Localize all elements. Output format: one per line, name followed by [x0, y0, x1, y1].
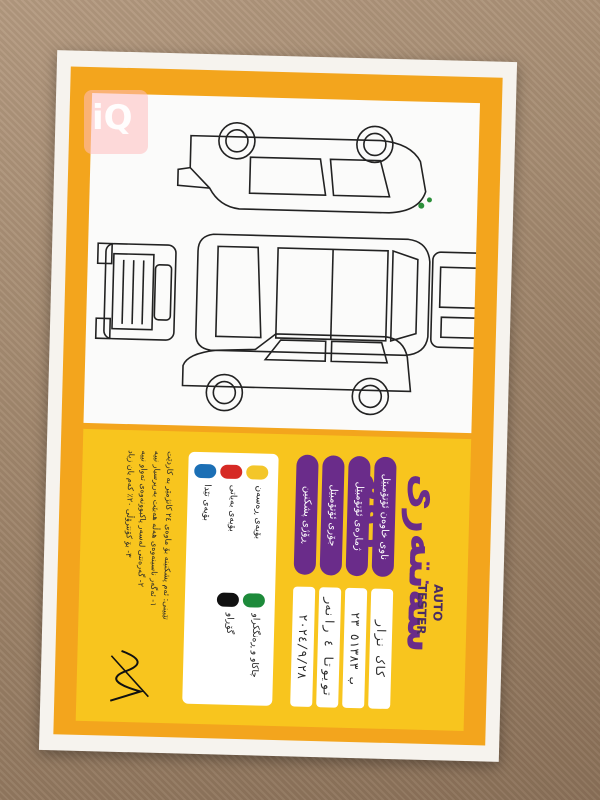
car-top-view — [195, 233, 431, 357]
legend-label-original: بۆیەی ڕەسەن — [252, 485, 264, 540]
legend-swatch-black — [216, 592, 240, 608]
car-front-view — [94, 242, 177, 341]
legend-label-touched: بۆیەی تێدا — [200, 484, 212, 522]
legend-swatch-yellow — [246, 465, 269, 480]
handwritten-signature — [109, 650, 149, 702]
label-car-model: جۆری ئۆتۆمبێل — [319, 455, 345, 576]
label-plate-number: ژمارەی ئۆتۆمبێل — [345, 455, 371, 577]
car-side-view-bottom — [181, 333, 412, 416]
label-inspection-date: ڕۆژی پشکنین — [293, 454, 319, 576]
car-side-view-top — [176, 122, 427, 214]
value-owner-name: کاک نزار — [368, 588, 394, 710]
value-plate-number: ب ٥١٣٨٣ ٢٣ — [342, 587, 368, 709]
legend-swatch-blue — [194, 463, 217, 479]
iq-watermark-text: iQ — [92, 98, 133, 138]
brand-auto-text: AUTO — [430, 584, 446, 622]
rotated-form-content: سەنتەری ڕوم AUTO TESTER ناوی خاوەن ئۆتۆم… — [80, 435, 467, 725]
legend-label-changed-paint: بۆیەی بەیاتی — [226, 484, 238, 532]
legend-label-replaced: گۆڕاو — [224, 612, 235, 635]
legend-swatch-red — [220, 464, 243, 480]
value-inspection-date: ٢٠٢٤/٩/٢٨ — [290, 586, 316, 707]
vehicle-diagram-area — [83, 93, 480, 434]
value-car-model: تویوتا ٤ رانەر — [316, 587, 342, 708]
legend-swatch-green — [242, 593, 266, 608]
vehicle-outline-diagram — [94, 122, 480, 416]
damage-mark-group — [418, 197, 432, 209]
orange-frame: سەنتەری ڕوم AUTO TESTER ناوی خاوەن ئۆتۆم… — [53, 66, 503, 746]
inspection-form-area: سەنتەری ڕوم AUTO TESTER ناوی خاوەن ئۆتۆم… — [75, 428, 472, 731]
legend-label-repaired: چاکاو و ڕەنگکراو — [248, 613, 261, 678]
car-rear-view — [430, 251, 480, 350]
iq-watermark-logo: iQ — [84, 90, 148, 154]
paint-legend: بۆیەی ڕەسەن چاکاو و ڕەنگکراو بۆیەی بەیات… — [182, 451, 279, 706]
inspection-sheet: سەنتەری ڕوم AUTO TESTER ناوی خاوەن ئۆتۆم… — [38, 50, 518, 762]
brand-tester-text: TESTER — [414, 583, 430, 635]
label-owner-name: ناوی خاوەن ئۆتۆمبێل — [371, 456, 397, 578]
